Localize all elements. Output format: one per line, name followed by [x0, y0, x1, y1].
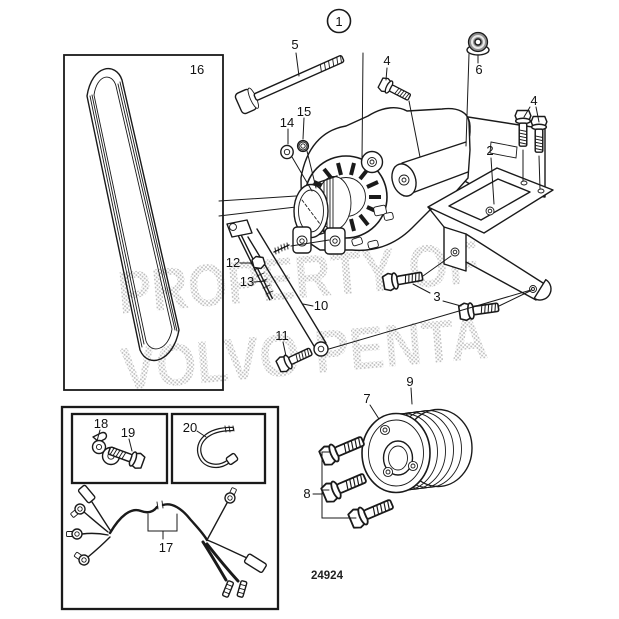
- bolt-5: 5: [234, 37, 364, 161]
- plug-connector: [243, 553, 267, 574]
- callout-2: 2: [486, 143, 493, 158]
- alternator: [292, 107, 471, 255]
- belt-box-frame: [63, 54, 224, 391]
- tensioner-arm-10: [226, 219, 329, 357]
- stud: [273, 239, 330, 255]
- callout-15: 15: [297, 104, 311, 119]
- alternator-rear-cylinder: [391, 141, 469, 197]
- bolts-3: 3: [381, 255, 531, 322]
- bracket-arm-boss: [533, 278, 552, 301]
- axis-line-5: [361, 52, 364, 161]
- callout-19: 19: [121, 425, 135, 440]
- bolt-19: 19: [105, 425, 147, 471]
- callout-18: 18: [94, 416, 108, 431]
- clip-20: 20: [183, 420, 239, 469]
- callout-4-left: 4: [383, 53, 390, 68]
- pulley-group: 7 8 9: [303, 374, 473, 531]
- bolt-8-bracket: [312, 451, 357, 519]
- nut-6: 6: [465, 31, 490, 147]
- callout-20: 20: [183, 420, 197, 435]
- callout-10: 10: [314, 298, 328, 313]
- axis-line-6: [465, 53, 470, 147]
- tensioner-group: 12 13 10 11: [226, 219, 532, 375]
- belt-zoom-line-bottom: [218, 206, 297, 217]
- callout-16: 16: [190, 62, 204, 77]
- callout-1: 1: [335, 14, 342, 29]
- screw-4-left: 4: [376, 53, 421, 158]
- callout-8: 8: [303, 486, 310, 501]
- terminal-block: [373, 204, 387, 217]
- washer-14: 14: [280, 115, 313, 192]
- callout-5: 5: [291, 37, 298, 52]
- callout-6: 6: [475, 62, 482, 77]
- flat-connector: [77, 484, 96, 504]
- lock-washer-15: 15: [297, 104, 317, 189]
- callout-3: 3: [433, 289, 440, 304]
- leader-2: [490, 157, 495, 205]
- callout-13: 13: [240, 274, 254, 289]
- callout-4-right: 4: [530, 93, 537, 108]
- clip-box-frame: [170, 412, 267, 485]
- bracket-arm: [465, 233, 544, 284]
- belt-zoom-line-top: [218, 195, 297, 202]
- small-parts-box: 18 19 20: [60, 405, 280, 611]
- drawing-number: 24924: [311, 570, 344, 582]
- parts-box-frame: [60, 405, 280, 611]
- leader-5: [295, 52, 300, 77]
- callout-14: 14: [280, 115, 294, 130]
- harness-bracket: [147, 513, 178, 540]
- belt-box: 16: [63, 54, 297, 391]
- nut-12: [251, 255, 266, 270]
- arm-axis-line: [321, 289, 532, 352]
- leader-4-left: [385, 67, 388, 81]
- bolts-4-right: 4: [514, 93, 548, 190]
- clamp-box-frame: [70, 412, 169, 485]
- callout-9: 9: [406, 374, 413, 389]
- serpentine-belt-16: [86, 68, 180, 362]
- callout-12: 12: [226, 255, 240, 270]
- callout-7: 7: [363, 391, 370, 406]
- wiring-harness-17: 17: [65, 484, 267, 599]
- callout-17: 17: [159, 540, 173, 555]
- alternator-pulley: [293, 175, 352, 239]
- axis-line-4-left: [408, 100, 421, 158]
- mounting-bracket-2: 2: [427, 143, 554, 301]
- callout-11: 11: [275, 328, 289, 343]
- assembly-reference-1: 1: [326, 8, 352, 34]
